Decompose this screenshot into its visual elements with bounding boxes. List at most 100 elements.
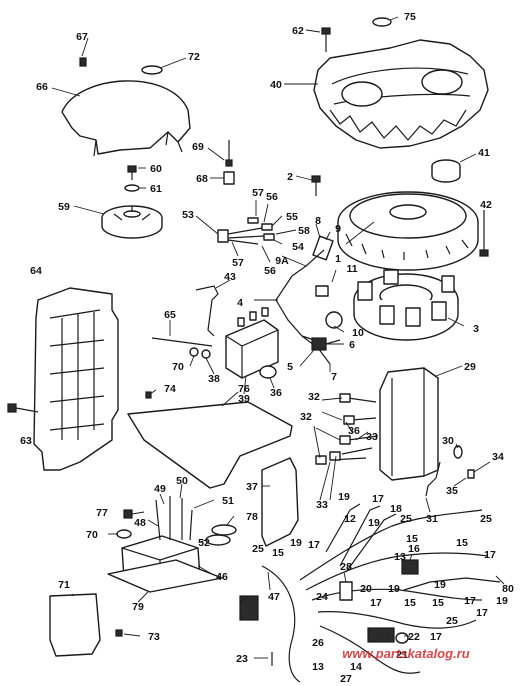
screw-73: [115, 629, 123, 637]
callout-17f: 17: [476, 607, 488, 619]
clamp-10: [325, 311, 343, 329]
callout-30: 30: [442, 435, 454, 447]
callout-32b: 32: [300, 411, 312, 423]
bolt-77: [123, 509, 133, 519]
callout-68: 68: [196, 173, 208, 185]
callout-56b: 56: [264, 265, 276, 277]
bolt-62: [321, 27, 331, 52]
callout-61: 61: [150, 183, 162, 195]
callout-15d: 15: [404, 597, 416, 609]
cap-75: [372, 17, 392, 27]
watermark-text: www.partskatalog.ru: [342, 646, 469, 661]
callout-66: 66: [36, 81, 48, 93]
callout-15a: 15: [272, 547, 284, 559]
callout-9A: 9A: [275, 255, 289, 267]
callout-4: 4: [237, 297, 243, 309]
callout-60: 60: [150, 163, 162, 175]
callout-40: 40: [270, 79, 282, 91]
callout-3: 3: [473, 323, 479, 335]
callout-75: 75: [404, 11, 416, 23]
callout-19d: 19: [388, 583, 400, 595]
callout-25b: 25: [400, 513, 412, 525]
callout-17b: 17: [372, 493, 384, 505]
callout-58: 58: [298, 225, 310, 237]
callout-55: 55: [286, 211, 298, 223]
callout-labels: 67 72 66 62 75 40 69 60 61 59 68 2 41 42…: [20, 11, 514, 685]
callout-21: 21: [396, 649, 408, 661]
washer-61: [124, 184, 140, 192]
callout-11: 11: [346, 263, 357, 275]
callout-51: 51: [222, 495, 234, 507]
callout-19e: 19: [434, 579, 446, 591]
callout-27: 27: [340, 673, 352, 685]
callout-29: 29: [464, 361, 476, 373]
flywheel-housing: [313, 39, 489, 149]
callout-36a: 36: [270, 387, 282, 399]
washer-70b: [116, 529, 132, 539]
callout-46: 46: [216, 571, 228, 583]
callout-19a: 19: [290, 537, 302, 549]
callout-9: 9: [335, 223, 341, 235]
callout-70a: 70: [172, 361, 184, 373]
ring-78: [211, 524, 237, 536]
callout-7: 7: [331, 371, 337, 383]
fuse-28: [339, 581, 353, 601]
connector-24: [239, 595, 259, 621]
callout-31: 31: [426, 513, 438, 525]
bracket-37: [261, 457, 299, 547]
callout-80: 80: [502, 583, 514, 595]
bracket-plate-76: [127, 401, 293, 489]
callout-17d: 17: [370, 597, 382, 609]
screw-63: [7, 403, 39, 413]
pad-79: [107, 559, 223, 593]
callout-2: 2: [287, 171, 293, 183]
callout-71: 71: [58, 579, 70, 591]
flywheel-nut: [431, 159, 461, 183]
ignition-module: [225, 307, 279, 379]
callout-77: 77: [96, 507, 108, 519]
callout-25c: 25: [480, 513, 492, 525]
callout-50: 50: [176, 475, 188, 487]
callout-70b: 70: [86, 529, 98, 541]
screw-67: [79, 57, 87, 67]
callout-73: 73: [148, 631, 160, 643]
starter-pulley: [101, 205, 163, 239]
callout-37: 37: [246, 481, 258, 493]
clip-68: [223, 171, 235, 185]
callout-26: 26: [312, 637, 324, 649]
callout-54: 54: [292, 241, 304, 253]
callout-36b: 36: [348, 425, 360, 437]
callout-22: 22: [408, 631, 420, 643]
ignition-shroud: [33, 287, 119, 471]
callout-5: 5: [287, 361, 293, 373]
callout-17a: 17: [308, 539, 320, 551]
callout-24: 24: [316, 591, 328, 603]
callout-62: 62: [292, 25, 304, 37]
callout-6: 6: [349, 339, 355, 351]
callout-1: 1: [335, 253, 341, 265]
flywheel-cover-plate: [61, 80, 191, 157]
washer-70: [189, 347, 199, 357]
callout-42: 42: [480, 199, 492, 211]
bolt-2: [311, 175, 321, 196]
callout-59: 59: [58, 201, 70, 213]
screw-74: [145, 391, 152, 399]
callout-20: 20: [360, 583, 372, 595]
callout-17g: 17: [430, 631, 442, 643]
callout-53: 53: [182, 209, 194, 221]
callout-78: 78: [246, 511, 258, 523]
callout-64: 64: [30, 265, 42, 277]
callout-13a: 13: [394, 551, 406, 563]
lead-31: [425, 461, 441, 497]
callout-17e: 17: [464, 595, 476, 607]
bracket-71: [49, 593, 101, 657]
callout-10: 10: [352, 327, 364, 339]
callout-33a: 33: [366, 431, 378, 443]
callout-72: 72: [188, 51, 200, 63]
callout-47: 47: [268, 591, 280, 603]
terminal-34: [467, 469, 475, 479]
callout-41: 41: [478, 147, 490, 159]
bolt-65: [151, 337, 213, 347]
callout-33b: 33: [316, 499, 328, 511]
callout-18: 18: [390, 503, 402, 515]
